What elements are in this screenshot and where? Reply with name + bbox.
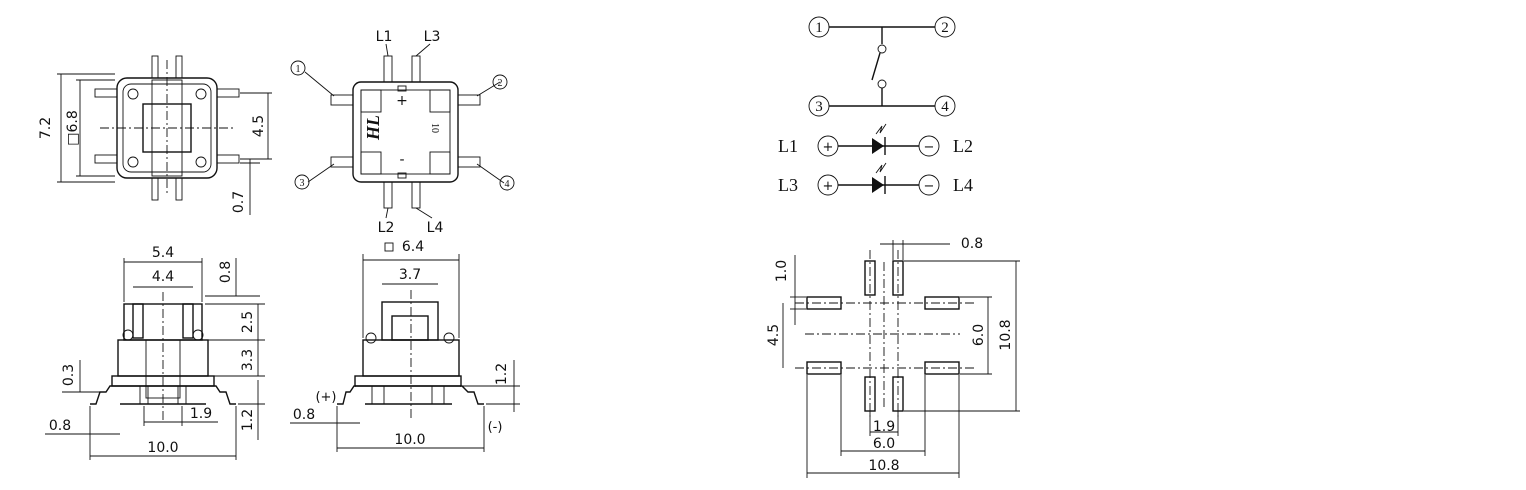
pin-number-2: 2 <box>498 78 503 89</box>
led-row2-minus: − <box>924 179 935 194</box>
led-row1-minus: − <box>924 140 935 155</box>
top-view: 7.2 □6.8 4.5 0.7 <box>38 55 272 215</box>
dim-body-square: 6.4 <box>402 239 424 255</box>
dim-led-pitch: 1.9 <box>873 419 895 435</box>
marking-logo: HL <box>363 115 383 141</box>
dim-lead-height: 1.2 <box>240 409 256 431</box>
dim-height-body: □6.8 <box>65 110 81 146</box>
marking-plus: + <box>396 93 408 109</box>
dim-top-width: 5.4 <box>152 245 174 261</box>
dim-lead-thickness: 0.3 <box>61 364 77 386</box>
led-label-l3: L3 <box>424 29 441 45</box>
dim-height-outer: 7.2 <box>38 117 54 139</box>
led-row2-plus: + <box>823 179 834 194</box>
diode-icon <box>872 177 884 193</box>
switch-pin-4: 4 <box>941 99 949 115</box>
dim-stem: 3.7 <box>399 267 421 283</box>
led-label-l4: L4 <box>427 220 444 236</box>
dim-pad-width: 0.8 <box>961 236 983 252</box>
dim-pad-length: 1.0 <box>774 260 790 282</box>
dim-outer-width: 10.8 <box>868 458 899 474</box>
led-label-l2: L2 <box>378 220 395 236</box>
dim-cap-top: 0.8 <box>218 261 234 283</box>
pin-number-1: 1 <box>296 64 301 75</box>
dim-lead-pitch: 1.9 <box>190 406 212 422</box>
led-label-l1: L1 <box>376 29 393 45</box>
dim-body-height: 3.3 <box>240 349 256 371</box>
dim-stem-height: 2.5 <box>240 311 256 333</box>
front-view: 5.4 4.4 0.8 2.5 3.3 0.3 0.8 10.0 1.9 1.2 <box>45 245 265 460</box>
led-row1-right: L2 <box>953 136 973 156</box>
dim-inner-span: 6.0 <box>971 324 987 346</box>
dim-outer-span: 10.8 <box>998 319 1014 350</box>
dim-pin-width: 0.7 <box>231 191 247 213</box>
polarity-minus: (-) <box>488 420 503 435</box>
dim-total-width: 10.0 <box>147 440 178 456</box>
pin-number-3: 3 <box>300 178 305 189</box>
bottom-view: 1 2 3 4 L1 L3 L2 L4 HL + - 10 <box>290 29 515 236</box>
dim-total-width: 10.0 <box>394 432 425 448</box>
led-row1-plus: + <box>823 140 834 155</box>
polarity-plus: (+) <box>315 390 336 405</box>
schematic: 1 2 3 4 L1 + − L2 L3 + − L4 <box>778 16 973 196</box>
led-row2-left: L3 <box>778 175 798 195</box>
led-row1-left: L1 <box>778 136 798 156</box>
pin-number-4: 4 <box>505 179 510 190</box>
pcb-layout: 0.8 1.0 4.5 6.0 10.8 1.9 6.0 10.8 <box>766 236 1020 478</box>
diode-icon <box>872 138 884 154</box>
switch-pin-1: 1 <box>815 20 823 36</box>
marking-code: 10 <box>429 123 440 133</box>
side-view: 6.4 3.7 1.2 0.8 10.0 (+) (-) <box>290 239 520 452</box>
dim-inner-width: 6.0 <box>873 436 895 452</box>
dim-pin-pitch: 4.5 <box>251 115 267 137</box>
dim-lead-offset: 0.8 <box>49 418 71 434</box>
switch-pin-2: 2 <box>941 20 949 36</box>
switch-pin-3: 3 <box>815 99 823 115</box>
led-row2-right: L4 <box>953 175 973 195</box>
dim-lead-height: 1.2 <box>494 363 510 385</box>
dim-lead-offset: 0.8 <box>293 407 315 423</box>
dim-stem-width: 4.4 <box>152 269 174 285</box>
dim-row-spacing: 4.5 <box>766 324 782 346</box>
marking-minus: - <box>399 152 404 168</box>
